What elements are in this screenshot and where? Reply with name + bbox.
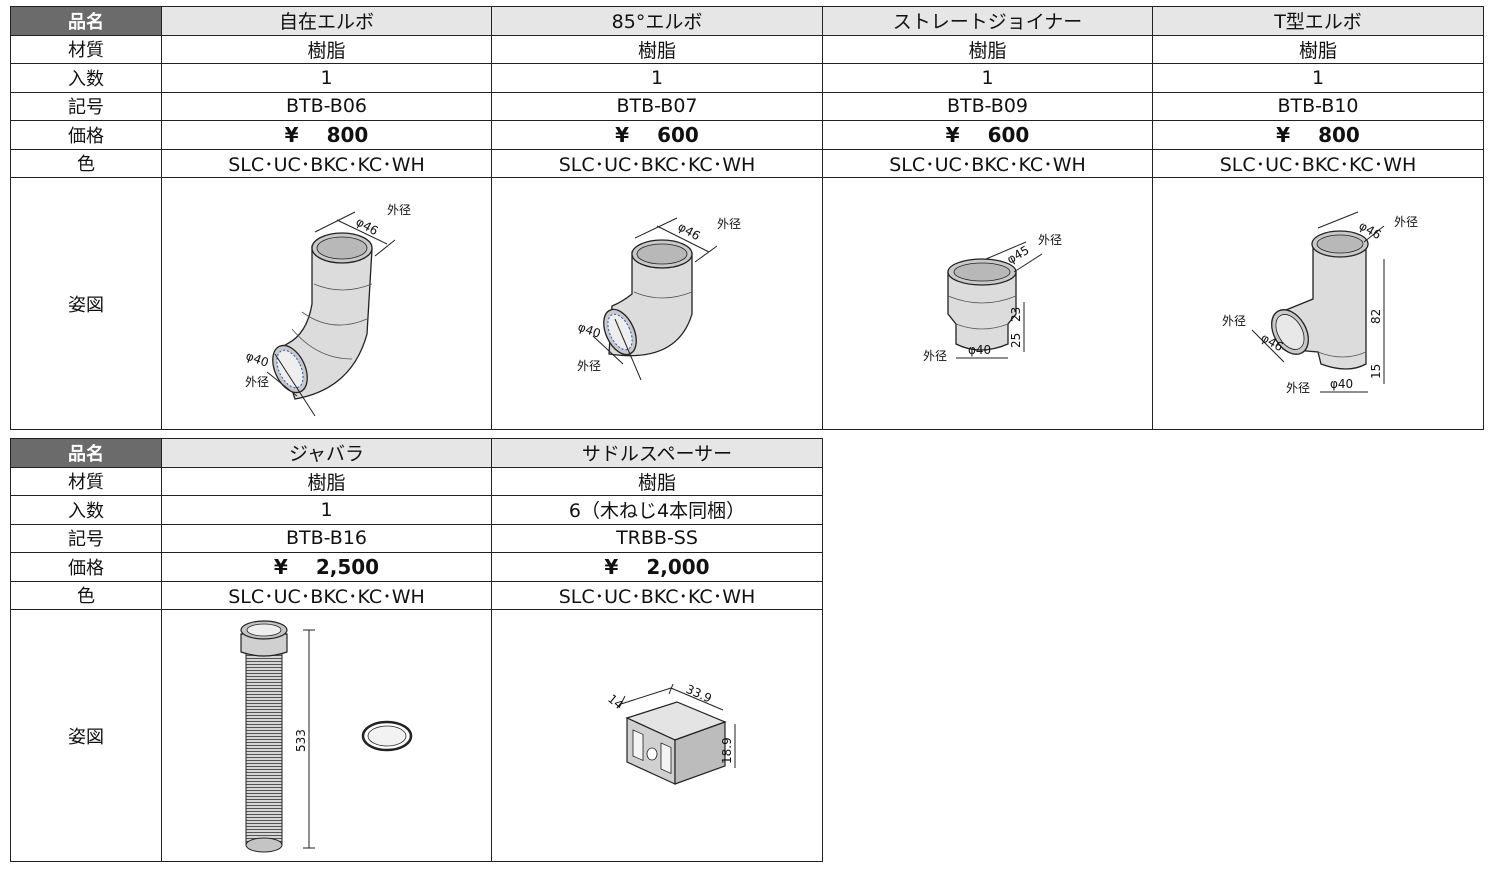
label-material: 材質 <box>10 466 162 496</box>
price-value: 600 <box>657 122 699 147</box>
product-quantity: 1 <box>822 63 1153 93</box>
product-colors: SLC･UC･BKC･KC･WH <box>491 148 823 178</box>
product-code: TRBB-SS <box>491 523 823 553</box>
product-quantity: 1 <box>161 63 492 93</box>
product-colors: SLC･UC･BKC･KC･WH <box>161 148 492 178</box>
product-price: ¥2,000 <box>491 552 823 582</box>
t-elbow-drawing: φ46 外径 82 15 φ46 外径 φ40 外径 <box>1222 211 1418 395</box>
dim-outer: 外径 <box>577 359 601 373</box>
dim-outer: 外径 <box>1286 381 1310 395</box>
product-name: 85°エルボ <box>491 6 823 36</box>
label-code: 記号 <box>10 91 162 121</box>
dim-d40: φ40 <box>243 348 270 369</box>
dim-outer: 外径 <box>1394 215 1418 229</box>
85-elbow-drawing: φ46 外径 φ40 外径 <box>576 217 741 380</box>
price-value: 800 <box>1318 122 1360 147</box>
dim-outer: 外径 <box>245 375 269 389</box>
label-price: 価格 <box>10 120 162 150</box>
product-table-1: 品名 自在エルボ 85°エルボ ストレートジョイナー T型エルボ 材質 樹脂 樹… <box>10 6 1484 430</box>
straight-joiner-drawing: φ45 外径 23 25 φ40 外径 <box>923 233 1062 363</box>
product-price: ¥800 <box>1152 120 1484 150</box>
price-value: 800 <box>326 122 369 147</box>
dim-18-9: 18.9 <box>720 737 734 764</box>
dim-outer: 外径 <box>387 203 411 217</box>
free-elbow-drawing: φ46 外径 φ40 外径 <box>243 203 411 416</box>
dim-d40: φ40 <box>1330 377 1353 391</box>
yen-sign: ¥ <box>1276 122 1291 147</box>
price-value: 2,000 <box>646 554 710 579</box>
bellows-drawing: 533 <box>239 619 412 852</box>
yen-sign: ¥ <box>273 554 288 579</box>
product-code: BTB-B16 <box>161 523 492 553</box>
dim-d40: φ40 <box>968 343 991 357</box>
product-quantity: 6（木ねじ4本同梱） <box>491 495 823 525</box>
label-figure: 姿図 <box>10 177 162 430</box>
product-material: 樹脂 <box>161 34 492 64</box>
dim-23: 23 <box>1009 306 1023 321</box>
dim-outer: 外径 <box>923 349 947 363</box>
product-name: ジャバラ <box>161 438 492 468</box>
label-quantity: 入数 <box>10 63 162 93</box>
product-colors: SLC･UC･BKC･KC･WH <box>1152 148 1484 178</box>
product-name: 自在エルボ <box>161 6 492 36</box>
product-quantity: 1 <box>161 495 492 525</box>
dim-outer: 外径 <box>1038 233 1062 247</box>
dim-33-9: 33.9 <box>684 681 714 705</box>
product-colors: SLC･UC･BKC･KC･WH <box>161 580 492 610</box>
product-colors: SLC･UC･BKC･KC･WH <box>491 580 823 610</box>
label-quantity: 入数 <box>10 495 162 525</box>
product-price: ¥2,500 <box>161 552 492 582</box>
label-color: 色 <box>10 580 162 610</box>
figure-cell: 14 33.9 18.9 <box>491 609 823 862</box>
label-price: 価格 <box>10 552 162 582</box>
figure-cell: φ46 外径 φ40 外径 <box>491 177 823 430</box>
label-name: 品名 <box>10 438 162 468</box>
label-figure: 姿図 <box>10 609 162 862</box>
dim-outer: 外径 <box>717 217 741 231</box>
product-name: ストレートジョイナー <box>822 6 1153 36</box>
yen-sign: ¥ <box>604 554 619 579</box>
yen-sign: ¥ <box>284 122 299 147</box>
product-material: 樹脂 <box>491 466 823 496</box>
product-code: BTB-B07 <box>491 91 823 121</box>
product-quantity: 1 <box>1152 63 1484 93</box>
label-code: 記号 <box>10 523 162 553</box>
product-colors: SLC･UC･BKC･KC･WH <box>822 148 1153 178</box>
figure-cell: φ45 外径 23 25 φ40 外径 <box>822 177 1153 430</box>
product-code: BTB-B06 <box>161 91 492 121</box>
figure-cell: 533 <box>161 609 492 862</box>
product-price: ¥600 <box>822 120 1153 150</box>
product-quantity: 1 <box>491 63 823 93</box>
price-value: 2,500 <box>315 554 380 579</box>
figure-cell: φ46 外径 82 15 φ46 外径 φ40 外径 <box>1152 177 1484 430</box>
product-material: 樹脂 <box>822 34 1153 64</box>
product-table-2: 品名 ジャバラ サドルスペーサー 材質 樹脂 樹脂 入数 1 6（木ねじ4本同梱… <box>10 438 823 862</box>
dim-14: 14 <box>605 691 626 712</box>
product-code: BTB-B09 <box>822 91 1153 121</box>
label-material: 材質 <box>10 34 162 64</box>
price-value: 600 <box>987 122 1030 147</box>
dim-outer: 外径 <box>1222 314 1246 328</box>
label-color: 色 <box>10 148 162 178</box>
product-material: 樹脂 <box>1152 34 1484 64</box>
product-name: T型エルボ <box>1152 6 1484 36</box>
figure-cell: φ46 外径 φ40 外径 <box>161 177 492 430</box>
dim-82: 82 <box>1369 308 1383 323</box>
label-name: 品名 <box>10 6 162 36</box>
dim-533: 533 <box>294 729 308 752</box>
product-material: 樹脂 <box>161 466 492 496</box>
dim-25: 25 <box>1009 332 1023 347</box>
dim-d40: φ40 <box>576 319 603 340</box>
dim-d46: φ46 <box>676 219 703 243</box>
product-code: BTB-B10 <box>1152 91 1484 121</box>
saddle-spacer-drawing: 14 33.9 18.9 <box>605 681 736 785</box>
yen-sign: ¥ <box>945 122 960 147</box>
dim-15: 15 <box>1369 363 1383 378</box>
product-price: ¥600 <box>491 120 823 150</box>
product-material: 樹脂 <box>491 34 823 64</box>
product-price: ¥800 <box>161 120 492 150</box>
product-name: サドルスペーサー <box>491 438 823 468</box>
yen-sign: ¥ <box>615 122 630 147</box>
